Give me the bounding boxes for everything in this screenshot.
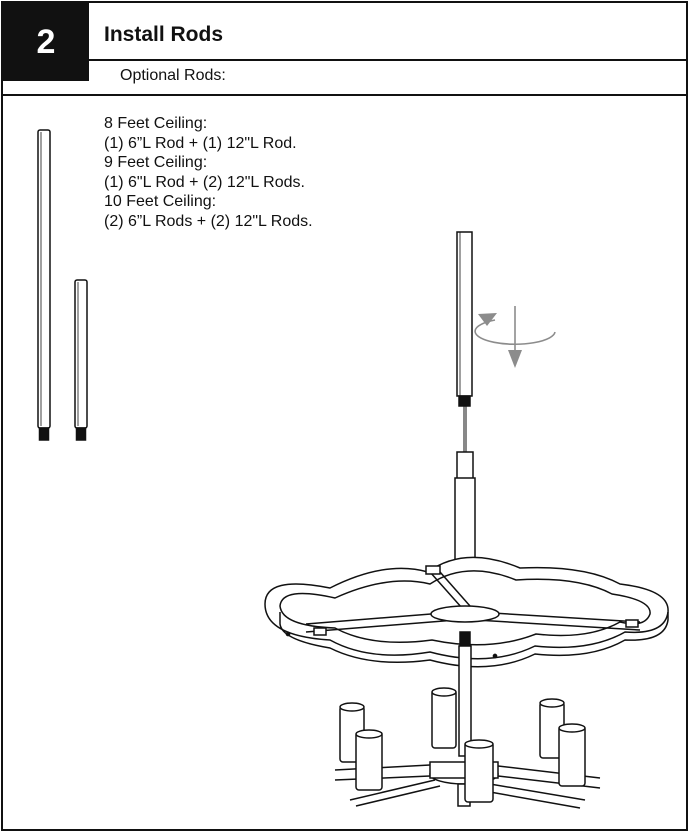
step-number: 2 [36, 23, 56, 61]
note-line: 9 Feet Ceiling: [104, 154, 208, 171]
candle-sleeve-icon [355, 729, 383, 791]
step-subtitle: Optional Rods: [120, 67, 226, 84]
candle-sleeve-icon [558, 723, 586, 787]
note-line: 10 Feet Ceiling: [104, 193, 217, 210]
ceiling-notes: 8 Feet Ceiling: (1) 6”L Rod + (1) 12"L R… [104, 114, 313, 231]
step-badge: 2 [3, 3, 89, 81]
header-divider [89, 59, 688, 61]
candle-sleeve-icon [464, 739, 494, 803]
note-line: 8 Feet Ceiling: [104, 115, 208, 132]
upper-rod-icon [456, 231, 473, 452]
rotate-clockwise-down-icon [474, 306, 556, 368]
note-line: (2) 6”L Rods + (2) 12"L Rods. [104, 212, 313, 230]
candle-sleeve-icon [431, 687, 457, 749]
lower-stem-icon [458, 631, 472, 757]
note-line: (1) 6”L Rod + (1) 12"L Rod. [104, 134, 297, 152]
long-rod-icon [37, 129, 51, 441]
step-title: Install Rods [104, 23, 224, 46]
chandelier-ring-icon [264, 556, 669, 668]
note-line: (1) 6"L Rod + (2) 12"L Rods. [104, 173, 305, 191]
subheader-divider [3, 94, 688, 96]
short-rod-icon [74, 279, 88, 441]
